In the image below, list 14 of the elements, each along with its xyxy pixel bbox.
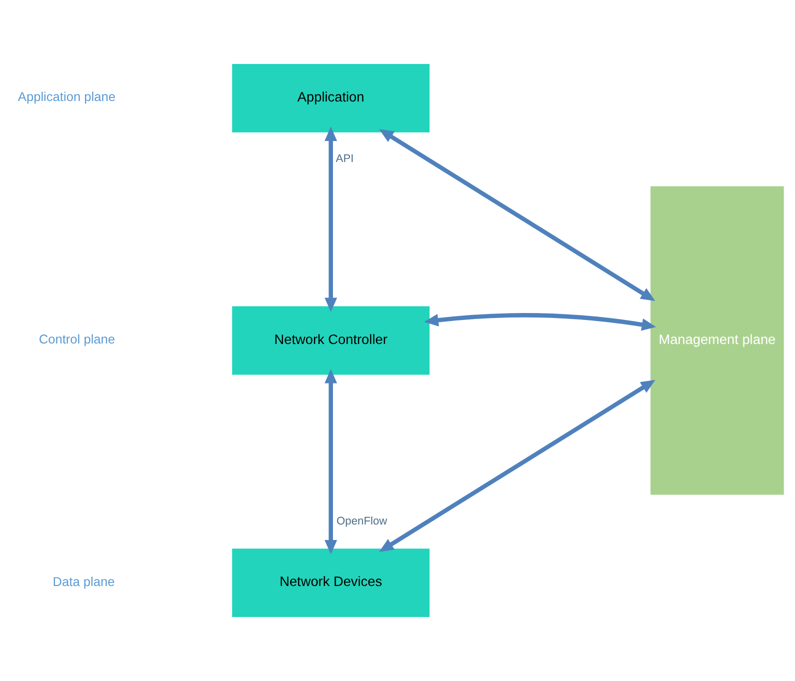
edge-label: OpenFlow <box>336 516 388 528</box>
label: Control plane <box>38 331 116 346</box>
edge-label: API <box>336 153 354 166</box>
label: Data plane <box>52 574 115 589</box>
arrow <box>379 380 656 552</box>
arrow <box>324 368 338 554</box>
node-box: Network Devices <box>232 548 430 617</box>
node-box: Network Controller <box>232 306 430 375</box>
arrow <box>424 313 656 331</box>
arrow <box>324 126 338 312</box>
label: Application plane <box>18 89 116 104</box>
node-box: Application <box>232 64 430 132</box>
node-box: Management plane <box>650 186 784 495</box>
arrow <box>379 129 656 302</box>
